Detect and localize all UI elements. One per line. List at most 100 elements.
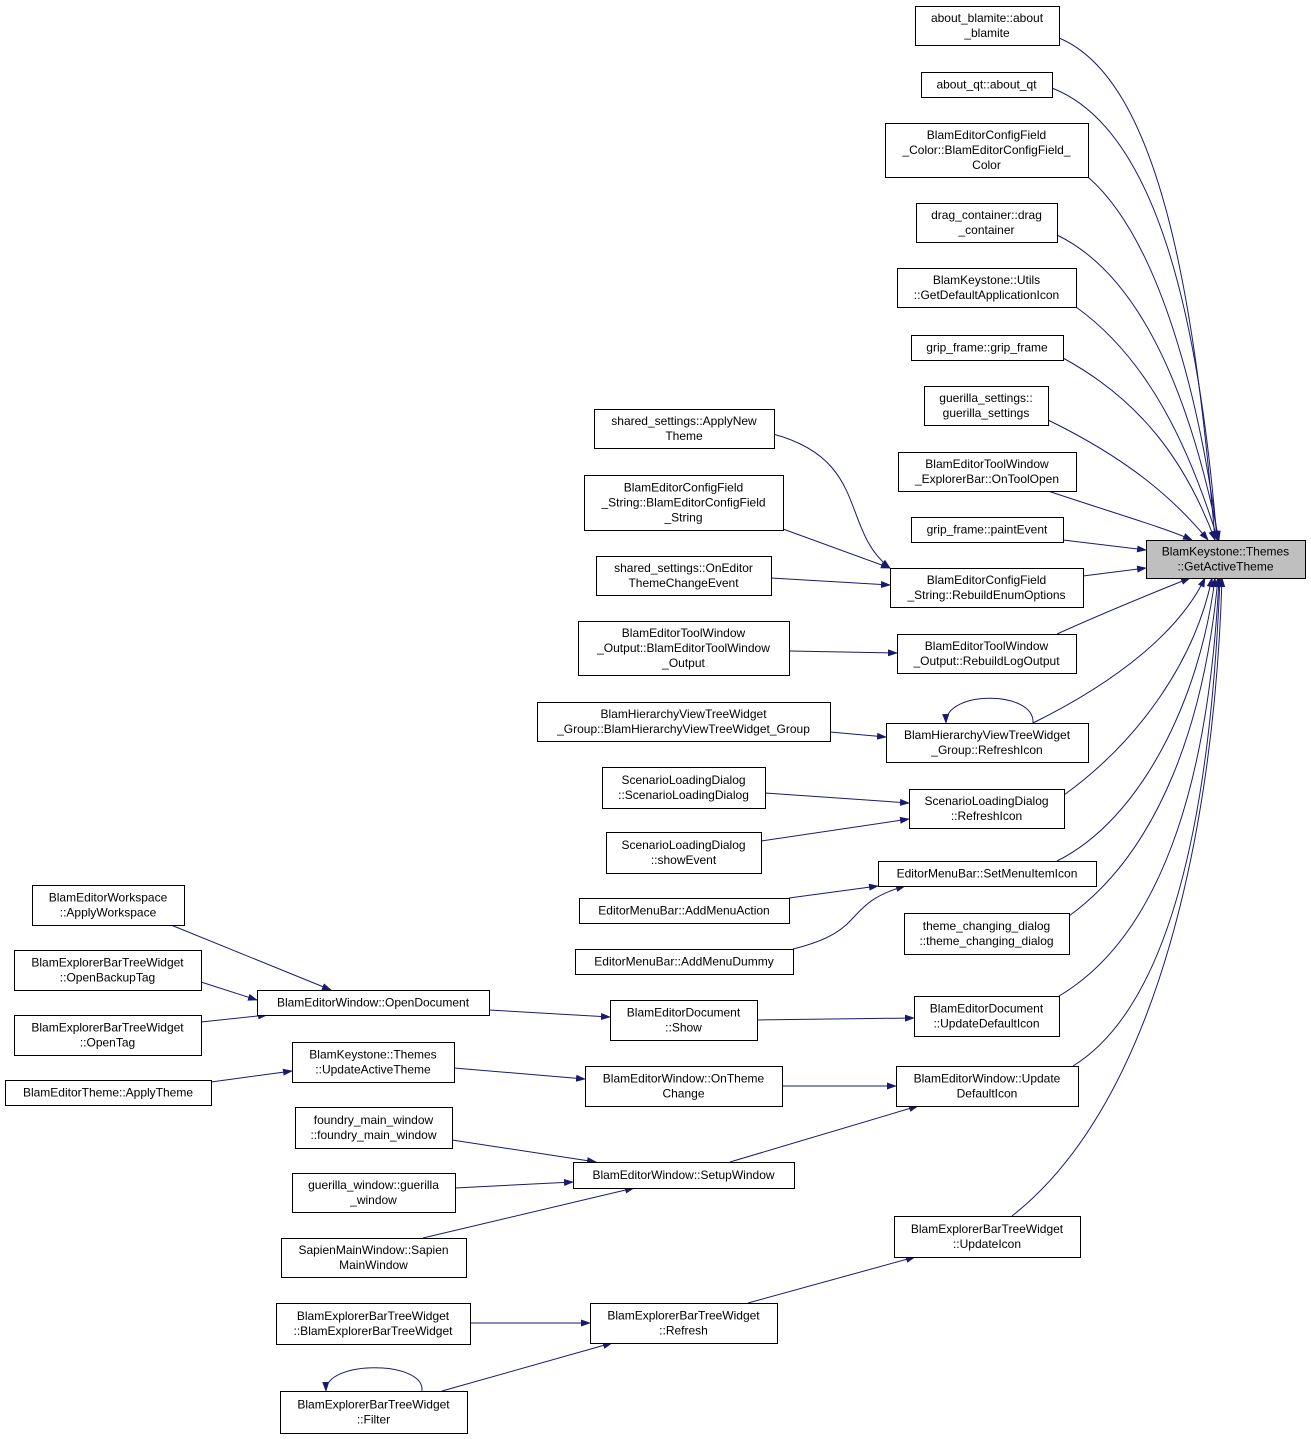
function-node-grip-frame-grip-frame[interactable]: grip_frame::grip_frame <box>911 335 1064 361</box>
function-node-blameditordocument-show[interactable]: BlamEditorDocument::Show <box>610 1000 758 1041</box>
function-node-blameditortoolwindow-output-rebuildlogoutput[interactable]: BlamEditorToolWindow_Output::RebuildLogO… <box>897 634 1077 674</box>
node-box[interactable] <box>897 634 1077 674</box>
function-node-blamexplorerbartreewidget-blamexplorerbartreewidget[interactable]: BlamExplorerBarTreeWidget::BlamExplorerB… <box>276 1303 471 1345</box>
node-box[interactable] <box>585 1066 783 1107</box>
function-node-about-blamite-about-blamite[interactable]: about_blamite::about_blamite <box>915 6 1060 46</box>
node-box[interactable] <box>14 950 202 991</box>
function-node-blameditortoolwindow-output-blameditortoolwindow-output[interactable]: BlamEditorToolWindow_Output::BlamEditorT… <box>578 621 790 676</box>
node-box[interactable] <box>921 72 1053 98</box>
node-box[interactable] <box>911 517 1064 543</box>
function-node-editormenubar-setmenuitemicon[interactable]: EditorMenuBar::SetMenuItemIcon <box>878 861 1097 887</box>
node-box[interactable] <box>610 1000 758 1041</box>
call-edge-n1-to-n0 <box>1058 37 1218 541</box>
function-node-grip-frame-paintevent[interactable]: grip_frame::paintEvent <box>911 517 1064 543</box>
node-box[interactable] <box>602 767 766 809</box>
node-box[interactable] <box>914 996 1060 1037</box>
node-label-line: BlamEditorWorkspace <box>49 891 168 905</box>
node-box[interactable] <box>898 452 1077 492</box>
function-node-editormenubar-addmenudummy[interactable]: EditorMenuBar::AddMenuDummy <box>575 949 794 975</box>
function-node-guerilla-window-guerilla-window[interactable]: guerilla_window::guerilla_window <box>292 1173 456 1213</box>
node-label-line: guerilla_settings:: <box>939 391 1032 405</box>
node-box[interactable] <box>894 1216 1081 1258</box>
function-node-about-qt-about-qt[interactable]: about_qt::about_qt <box>921 72 1053 98</box>
edges-layer <box>170 37 1226 1392</box>
node-box[interactable] <box>924 386 1049 426</box>
function-node-blameditortheme-applytheme[interactable]: BlamEditorTheme::ApplyTheme <box>5 1080 212 1106</box>
function-node-scenarioloadingdialog-showevent[interactable]: ScenarioLoadingDialog::showEvent <box>606 832 762 874</box>
node-box[interactable] <box>886 723 1089 763</box>
function-node-blameditordocument-updatedefaulticon[interactable]: BlamEditorDocument::UpdateDefaultIcon <box>914 996 1060 1037</box>
node-box[interactable] <box>909 789 1065 829</box>
function-node-blamkeystone-utils-getdefaultapplicationicon[interactable]: BlamKeystone::Utils::GetDefaultApplicati… <box>897 268 1077 308</box>
node-box[interactable] <box>276 1303 471 1345</box>
node-label-line: ::ScenarioLoadingDialog <box>618 788 749 802</box>
function-node-scenarioloadingdialog-scenarioloadingdialog[interactable]: ScenarioLoadingDialog::ScenarioLoadingDi… <box>602 767 766 809</box>
function-node-blamexplorerbartreewidget-updateicon[interactable]: BlamExplorerBarTreeWidget::UpdateIcon <box>894 1216 1081 1258</box>
node-box[interactable] <box>885 123 1089 178</box>
node-box[interactable] <box>537 702 831 742</box>
function-node-blameditorworkspace-applyworkspace[interactable]: BlamEditorWorkspace::ApplyWorkspace <box>32 885 185 926</box>
node-box[interactable] <box>578 621 790 676</box>
function-node-foundry-main-window-foundry-main-window[interactable]: foundry_main_window::foundry_main_window <box>295 1107 453 1149</box>
node-box[interactable] <box>596 556 772 596</box>
node-box[interactable] <box>32 885 185 926</box>
node-label-line: _String::BlamEditorConfigField <box>600 496 765 510</box>
function-node-drag-container-drag-container[interactable]: drag_container::drag_container <box>916 203 1058 243</box>
function-node-blamkeystone-themes-updateactivetheme[interactable]: BlamKeystone::Themes::UpdateActiveTheme <box>292 1042 455 1083</box>
node-box[interactable] <box>911 335 1064 361</box>
node-box[interactable] <box>897 268 1077 308</box>
function-node-blameditorconfigfield-color-blameditorconfigfield-color[interactable]: BlamEditorConfigField_Color::BlamEditorC… <box>885 123 1089 178</box>
node-box[interactable] <box>295 1107 453 1149</box>
node-box[interactable] <box>292 1173 456 1213</box>
function-node-blamexplorerbartreewidget-filter[interactable]: BlamExplorerBarTreeWidget::Filter <box>280 1391 468 1434</box>
node-box[interactable] <box>575 949 794 975</box>
node-label-line: BlamEditorDocument <box>627 1006 741 1020</box>
node-label-line: about_qt::about_qt <box>936 78 1037 92</box>
function-node-blameditorwindow-setupwindow[interactable]: BlamEditorWindow::SetupWindow <box>573 1162 795 1189</box>
function-node-blameditorconfigfield-string-blameditorconfigfield-string[interactable]: BlamEditorConfigField_String::BlamEditor… <box>584 475 784 531</box>
node-box[interactable] <box>280 1391 468 1434</box>
function-node-blameditorwindow-opendocument[interactable]: BlamEditorWindow::OpenDocument <box>257 990 490 1016</box>
function-node-blamhierarchyviewtreewidget-group-refreshicon[interactable]: BlamHierarchyViewTreeWidget_Group::Refre… <box>886 723 1089 763</box>
node-box[interactable] <box>579 898 790 924</box>
node-label: grip_frame::grip_frame <box>926 341 1048 355</box>
function-node-blamkeystone-themes-getactivetheme[interactable]: BlamKeystone::Themes::GetActiveTheme <box>1146 540 1306 579</box>
node-label: EditorMenuBar::AddMenuDummy <box>594 955 773 969</box>
function-node-guerilla-settings-guerilla-settings[interactable]: guerilla_settings::guerilla_settings <box>924 386 1049 426</box>
function-node-blamexplorerbartreewidget-refresh[interactable]: BlamExplorerBarTreeWidget::Refresh <box>590 1303 778 1344</box>
function-node-blameditorconfigfield-string-rebuildenumoptions[interactable]: BlamEditorConfigField_String::RebuildEnu… <box>890 568 1084 608</box>
node-box[interactable] <box>292 1042 455 1083</box>
function-node-theme-changing-dialog-theme-changing-dialog[interactable]: theme_changing_dialog::theme_changing_di… <box>904 913 1070 955</box>
node-box[interactable] <box>281 1238 467 1278</box>
node-box[interactable] <box>915 6 1060 46</box>
function-node-blamhierarchyviewtreewidget-group-blamhierarchyviewtreewidget-group[interactable]: BlamHierarchyViewTreeWidget_Group::BlamH… <box>537 702 831 742</box>
node-box[interactable] <box>606 832 762 874</box>
node-box[interactable] <box>590 1303 778 1344</box>
node-box[interactable] <box>1146 540 1306 579</box>
function-node-scenarioloadingdialog-refreshicon[interactable]: ScenarioLoadingDialog::RefreshIcon <box>909 789 1065 829</box>
node-box[interactable] <box>584 475 784 531</box>
node-label-line: about_blamite::about <box>931 11 1044 25</box>
node-box[interactable] <box>257 990 490 1016</box>
node-box[interactable] <box>896 1066 1079 1107</box>
node-box[interactable] <box>594 409 775 449</box>
node-label-line: _Output::RebuildLogOutput <box>912 654 1060 668</box>
function-node-blameditortoolwindow-explorerbar-ontoolopen[interactable]: BlamEditorToolWindow_ExplorerBar::OnTool… <box>898 452 1077 492</box>
node-box[interactable] <box>890 568 1084 608</box>
function-node-blamexplorerbartreewidget-openbackuptag[interactable]: BlamExplorerBarTreeWidget::OpenBackupTag <box>14 950 202 991</box>
node-label-line: guerilla_settings <box>943 406 1030 420</box>
node-box[interactable] <box>904 913 1070 955</box>
node-box[interactable] <box>14 1015 202 1056</box>
node-box[interactable] <box>916 203 1058 243</box>
node-box[interactable] <box>573 1162 795 1189</box>
node-box[interactable] <box>5 1080 212 1106</box>
node-label: EditorMenuBar::SetMenuItemIcon <box>897 867 1078 881</box>
function-node-editormenubar-addmenuaction[interactable]: EditorMenuBar::AddMenuAction <box>579 898 790 924</box>
node-box[interactable] <box>878 861 1097 887</box>
function-node-blamexplorerbartreewidget-opentag[interactable]: BlamExplorerBarTreeWidget::OpenTag <box>14 1015 202 1056</box>
